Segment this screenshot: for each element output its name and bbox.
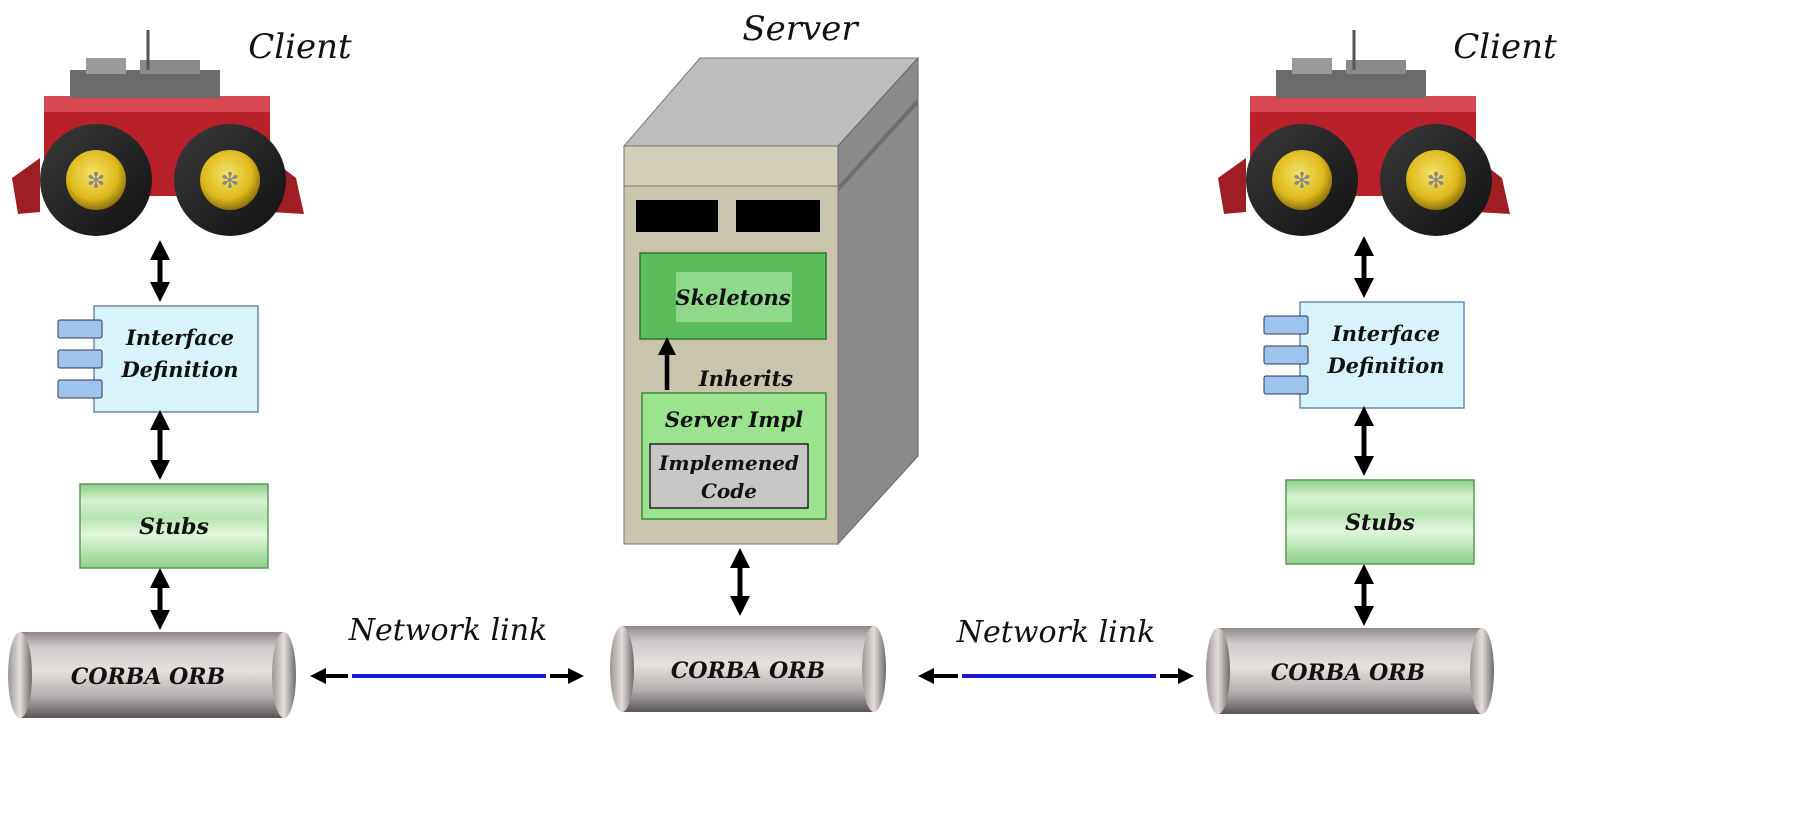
server-impl-label: Server Impl — [665, 407, 803, 432]
impl-code-label-1: Implemened — [658, 451, 799, 475]
svg-text:✻: ✻ — [221, 169, 239, 194]
left-client: Client ✻ ✻ Interface Defin — [8, 27, 352, 718]
left-interface-label-2: Definition — [120, 357, 238, 382]
right-network-link-label: Network link — [956, 615, 1156, 650]
right-client: Client ✻ ✻ Interface Definition — [1206, 27, 1557, 714]
left-stubs-label: Stubs — [139, 514, 209, 540]
server-title: Server — [742, 9, 859, 49]
left-interface-definition-box: Interface Definition — [57, 305, 259, 413]
server-corba-orb-cylinder: CORBA ORB — [610, 626, 886, 712]
left-network-link: Network link — [310, 613, 584, 684]
right-stubs-label: Stubs — [1345, 510, 1415, 536]
right-interface-label-2: Definition — [1326, 353, 1444, 378]
server: Server Skeletons Inherits Server Impl — [610, 9, 920, 712]
skeletons-box: Skeletons — [639, 252, 827, 340]
left-interface-label-1: Interface — [125, 325, 234, 350]
left-orb-label: CORBA ORB — [71, 664, 225, 690]
left-client-title: Client — [248, 27, 352, 67]
right-robot-icon: ✻ ✻ — [1218, 30, 1510, 236]
left-network-link-label: Network link — [348, 613, 548, 648]
server-impl-box: Server Impl Implemened Code — [641, 392, 827, 520]
impl-code-label-2: Code — [701, 479, 757, 503]
right-orb-label: CORBA ORB — [1271, 660, 1425, 686]
svg-text:✻: ✻ — [87, 169, 105, 194]
right-stubs-box: Stubs — [1285, 479, 1475, 565]
svg-text:✻: ✻ — [1293, 169, 1311, 194]
right-client-title: Client — [1453, 27, 1557, 67]
right-network-link: Network link — [918, 615, 1194, 684]
left-robot-icon: ✻ ✻ — [12, 30, 304, 236]
left-corba-orb-cylinder: CORBA ORB — [8, 632, 296, 718]
server-orb-label: CORBA ORB — [671, 658, 825, 684]
inherits-label: Inherits — [698, 366, 793, 391]
right-interface-definition-box: Interface Definition — [1263, 301, 1465, 409]
right-interface-label-1: Interface — [1331, 321, 1440, 346]
skeletons-label: Skeletons — [675, 285, 790, 310]
left-stubs-box: Stubs — [79, 483, 269, 569]
svg-text:✻: ✻ — [1427, 169, 1445, 194]
right-corba-orb-cylinder: CORBA ORB — [1206, 628, 1494, 714]
